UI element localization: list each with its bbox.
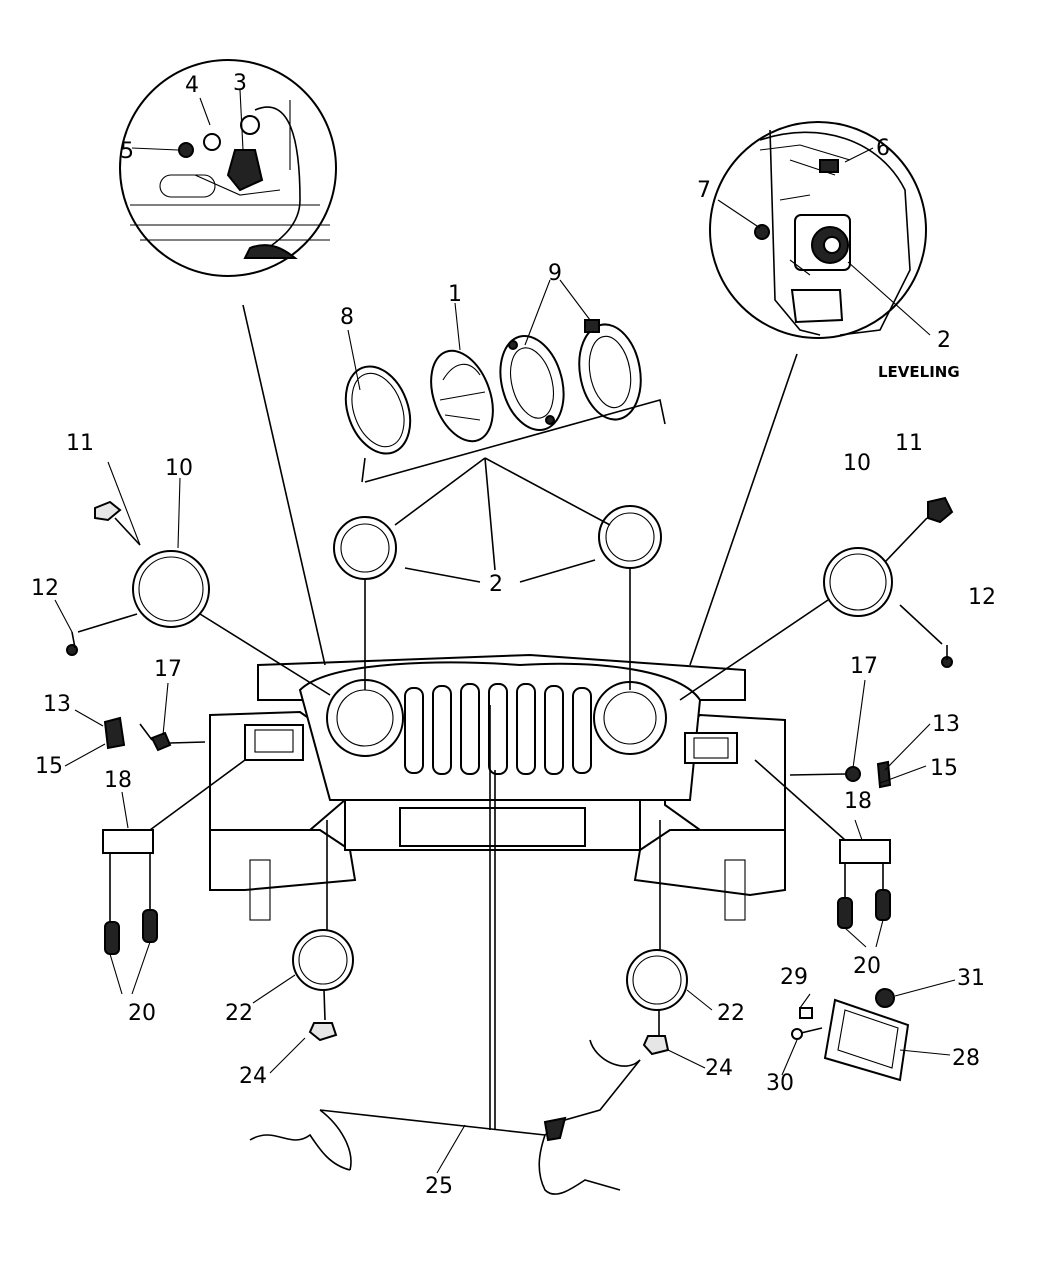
- label-24-right: 24: [705, 1056, 733, 1081]
- detail-circle-right: [709, 121, 927, 339]
- label-2b: 2: [937, 328, 951, 353]
- leader-lines: [77, 304, 943, 1130]
- label-1: 1: [448, 282, 462, 307]
- label-11-left: 11: [66, 431, 94, 456]
- label-13-right: 13: [932, 712, 960, 737]
- nut-right: [642, 1035, 670, 1056]
- label-25: 25: [425, 1174, 453, 1199]
- socket-right: [845, 766, 861, 782]
- park-lamp-right: [839, 839, 891, 864]
- wiring-harness: [249, 1039, 641, 1195]
- park-lamp-left: [102, 829, 154, 854]
- headlamp-components: [344, 319, 666, 483]
- label-22-right: 22: [717, 1001, 745, 1026]
- bezel-left: [132, 550, 210, 628]
- label-30: 30: [766, 1071, 794, 1096]
- fog-lamp-left: [292, 929, 354, 991]
- side-marker-right: [876, 760, 892, 789]
- bolts-right: [837, 889, 891, 929]
- label-13-left: 13: [43, 692, 71, 717]
- label-18-right: 18: [844, 789, 872, 814]
- spacer: [799, 1007, 813, 1019]
- label-8: 8: [340, 305, 354, 330]
- label-22-left: 22: [225, 1001, 253, 1026]
- license-bracket: [823, 998, 910, 1082]
- screw-right: [941, 645, 953, 668]
- nut-31: [875, 988, 895, 1008]
- label-9: 9: [548, 261, 562, 286]
- label-18-left: 18: [104, 768, 132, 793]
- label-pointers: [54, 89, 956, 1174]
- label-17-right: 17: [850, 654, 878, 679]
- label-20-right: 20: [853, 954, 881, 979]
- headlamp-left: [333, 516, 397, 580]
- detail-circle-left: [119, 59, 337, 277]
- label-15-right: 15: [930, 756, 958, 781]
- label-28: 28: [952, 1046, 980, 1071]
- fog-lamp-right: [626, 949, 688, 1011]
- headlamp-right: [598, 505, 662, 569]
- label-15-left: 15: [35, 754, 63, 779]
- label-4: 4: [185, 73, 199, 98]
- label-20-left: 20: [128, 1001, 156, 1026]
- label-3: 3: [233, 71, 247, 96]
- nut-left: [308, 1022, 338, 1042]
- bezel-right: [823, 547, 893, 617]
- front-end-assembly: [209, 653, 786, 921]
- clip-right: [927, 496, 954, 524]
- label-6: 6: [876, 136, 890, 161]
- label-24-left: 24: [239, 1064, 267, 1089]
- side-marker-left: [103, 716, 126, 750]
- socket-left: [150, 731, 172, 752]
- bolts-left: [104, 909, 158, 955]
- part-labels: 1 2 2 3 4 5 6 7 8 9 10 10 11 11 12 12 13…: [31, 71, 996, 1199]
- label-7: 7: [697, 178, 711, 203]
- label-2a: 2: [489, 572, 503, 597]
- screw-left: [66, 631, 78, 656]
- label-12-left: 12: [31, 576, 59, 601]
- label-11-right: 11: [895, 431, 923, 456]
- leveling-note: LEVELING: [878, 363, 960, 381]
- label-5: 5: [120, 139, 134, 164]
- clip-left: [94, 500, 122, 522]
- label-29: 29: [780, 965, 808, 990]
- label-17-left: 17: [154, 657, 182, 682]
- screw-30: [791, 1027, 823, 1040]
- label-10-left: 10: [165, 456, 193, 481]
- label-10-right: 10: [843, 451, 871, 476]
- label-31: 31: [957, 966, 985, 991]
- label-12-right: 12: [968, 585, 996, 610]
